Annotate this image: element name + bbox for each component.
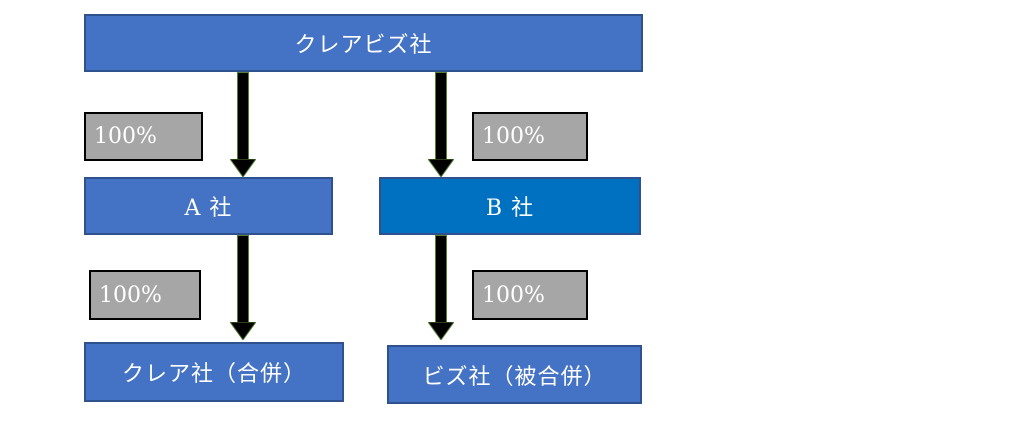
ownership-label: 100%	[482, 282, 545, 308]
merger-company-box: クレア社（合併）	[84, 342, 344, 402]
arrow-parent-to-a	[230, 72, 256, 177]
ownership-badge-parent-a: 100%	[84, 112, 203, 161]
company-a-label: A 社	[184, 196, 233, 221]
parent-company-box: クレアビズ社	[84, 14, 643, 72]
arrow-a-to-merger	[230, 235, 256, 340]
ownership-badge-a-merger: 100%	[89, 270, 201, 320]
company-a-box: A 社	[84, 177, 333, 235]
company-b-label: B 社	[485, 196, 535, 221]
merger-company-label: クレア社（合併）	[121, 362, 306, 387]
parent-company-label: クレアビズ社	[294, 33, 433, 58]
merged-company-box: ビズ社（被合併）	[387, 345, 642, 404]
arrow-parent-to-b	[428, 72, 454, 177]
company-b-box: B 社	[379, 177, 641, 235]
arrow-b-to-merged	[428, 235, 454, 340]
ownership-label: 100%	[94, 124, 157, 149]
ownership-badge-b-merged: 100%	[472, 270, 588, 320]
merged-company-label: ビズ社（被合併）	[422, 364, 607, 390]
ownership-label: 100%	[99, 282, 162, 308]
ownership-badge-parent-b: 100%	[472, 112, 588, 161]
ownership-label: 100%	[482, 124, 545, 149]
